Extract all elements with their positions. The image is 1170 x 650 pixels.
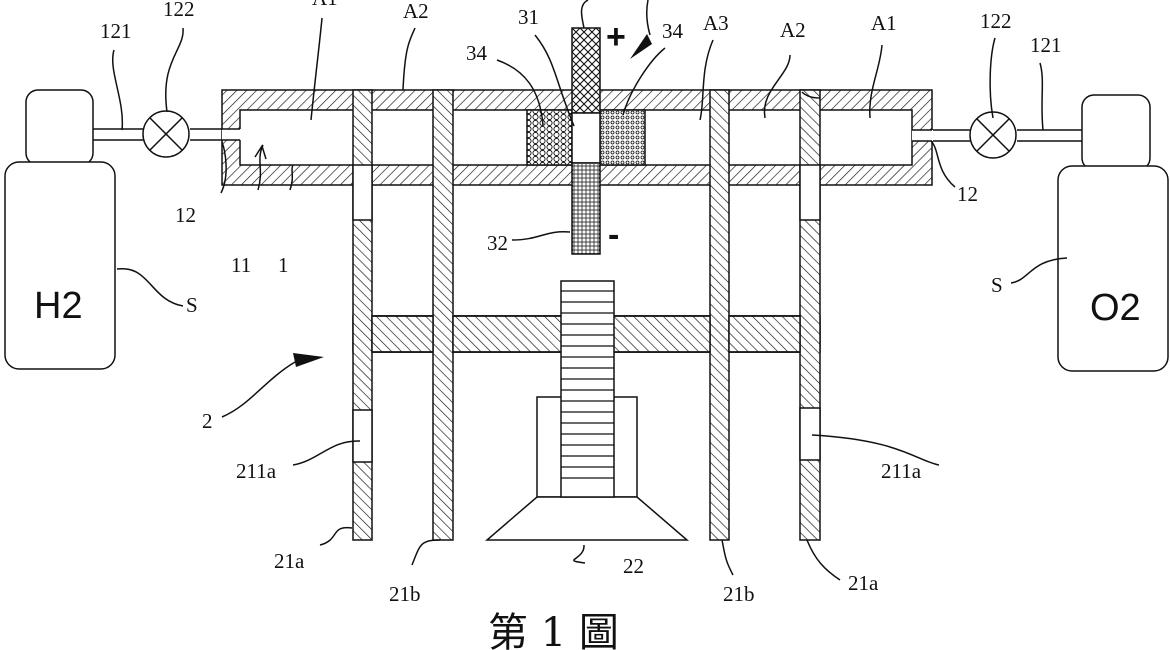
rod-21b-left (432, 89, 454, 541)
label-a1-left: A1 (312, 0, 338, 10)
arrow-head-icon (254, 144, 267, 160)
rod-21a-right (799, 89, 821, 541)
tank-neck-left (25, 89, 94, 166)
label-s-right: S (991, 273, 1003, 297)
label-2: 2 (202, 409, 213, 433)
label-a2-right: A2 (780, 18, 806, 42)
label-31: 31 (518, 5, 539, 29)
leader-lines (112, 0, 1068, 581)
valve-right (969, 111, 1017, 159)
negative-sign: - (608, 216, 619, 254)
membrane-34-right (599, 109, 646, 166)
screw-column (560, 280, 615, 498)
gap-right-a (799, 164, 821, 221)
tank-body-left (4, 161, 116, 370)
label-122-right: 122 (980, 9, 1012, 33)
arrow-chamber-11 (254, 144, 267, 191)
rod-21a-left (352, 89, 373, 541)
tank-neck-right (1081, 94, 1151, 171)
gap-left-a (352, 164, 373, 221)
base-22 (484, 496, 690, 541)
label-12-right: 12 (957, 182, 978, 206)
oxygen-tank: O2 (1057, 94, 1169, 372)
label-121-left: 121 (100, 19, 132, 43)
label-21b-left: 21b (389, 582, 421, 606)
label-211a-right: 211a (881, 459, 922, 483)
tank-gas-label-o2: O2 (1090, 287, 1141, 329)
arrow-cell-3 (630, 0, 652, 59)
tank-body-right (1057, 165, 1169, 372)
label-a1-right: A1 (871, 11, 897, 35)
label-12-left: 12 (175, 203, 196, 227)
arrow-head-icon (630, 34, 652, 59)
electrode-gap-31 (571, 112, 601, 164)
label-22: 22 (623, 554, 644, 578)
label-a2-left: A2 (403, 0, 429, 23)
rod-21b-right (709, 89, 730, 541)
port-211a-left (352, 409, 373, 463)
label-34-left: 34 (466, 41, 488, 65)
pipe-right (932, 129, 1082, 142)
electrode-negative-32 (571, 162, 601, 255)
label-a3: A3 (703, 11, 729, 35)
tank-gas-label-h2: H2 (34, 285, 83, 327)
electrolysis-cell: + - (526, 18, 646, 255)
electrode-positive (571, 27, 601, 114)
label-122-left: 122 (163, 0, 195, 21)
label-21a-left: 21a (274, 549, 305, 573)
positive-sign: + (606, 18, 626, 56)
screw-threads (561, 290, 614, 479)
drive-mechanism (484, 280, 690, 541)
label-121-right: 121 (1030, 33, 1062, 57)
figure-caption: 第 1 圖 (488, 610, 619, 650)
label-s-left: S (186, 293, 198, 317)
hydrogen-tank: H2 (4, 89, 116, 370)
arrow-head-icon (293, 353, 324, 367)
port-211a-right (799, 407, 821, 461)
label-11: 11 (231, 253, 251, 277)
label-32: 32 (487, 231, 508, 255)
label-21a-right: 21a (848, 571, 879, 595)
arrow-assembly-2 (221, 353, 324, 418)
label-34-right: 34 (662, 19, 684, 43)
membrane-34-left (526, 109, 573, 166)
label-1: 1 (278, 253, 289, 277)
label-21b-right: 21b (723, 582, 755, 606)
label-211a-left: 211a (236, 459, 277, 483)
reference-labels: 121 122 12 11 1 A1 A2 34 31 34 A3 A2 A1 … (100, 0, 1062, 606)
valve-left (142, 110, 190, 158)
